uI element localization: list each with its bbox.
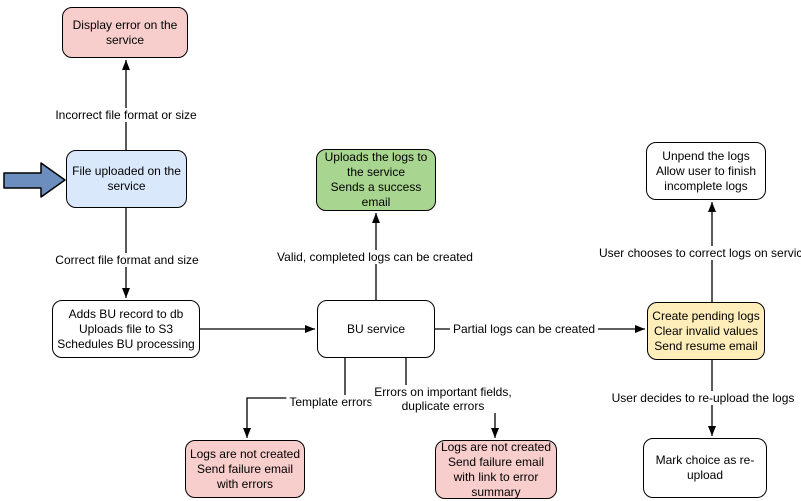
edge-label-incorrect-format: Incorrect file format or size xyxy=(52,108,200,122)
node-line: Sends a success xyxy=(330,180,422,194)
node-line: Mark choice as re- xyxy=(655,453,755,467)
node-line: File uploaded on the xyxy=(72,164,181,178)
input-arrow-icon xyxy=(3,162,66,198)
node-create-pending: Create pending logs Clear invalid values… xyxy=(647,302,765,360)
node-line: Send failure email xyxy=(196,461,294,476)
node-line: upload xyxy=(686,468,724,482)
node-line: Logs are not created xyxy=(440,439,552,454)
node-file-uploaded: File uploaded on the service xyxy=(66,150,187,208)
node-line: Allow user to finish xyxy=(655,163,757,178)
node-line: Create pending logs xyxy=(652,308,760,323)
edge-label-user-reuploads: User decides to re-upload the logs xyxy=(608,391,798,405)
node-line: Uploads file to S3 xyxy=(78,321,174,336)
node-logs-not-created-errors: Logs are not created Send failure email … xyxy=(185,440,305,498)
edge-label-correct-format: Correct file format and size xyxy=(52,253,202,267)
node-line: BU service xyxy=(346,321,405,336)
node-line: incomplete logs xyxy=(664,178,748,193)
edge-label-errors-important: Errors on important fields, duplicate er… xyxy=(371,385,515,413)
node-adds-bu-record: Adds BU record to db Uploads file to S3 … xyxy=(52,300,200,358)
node-line: service xyxy=(105,32,144,47)
node-bu-service: BU service xyxy=(317,300,435,358)
edge-label-line: duplicate errors xyxy=(401,399,485,413)
node-line: Clear invalid values xyxy=(653,323,759,338)
node-line: service xyxy=(107,179,146,193)
node-uploads-logs: Uploads the logs to the service Sends a … xyxy=(316,149,436,211)
edge-label-template-errors: Template errors xyxy=(286,395,376,409)
node-line: with errors xyxy=(216,476,273,491)
node-line: Adds BU record to db xyxy=(68,306,184,321)
node-line: summary xyxy=(471,484,521,499)
node-unpend-logs: Unpend the logs Allow user to finish inc… xyxy=(646,142,766,200)
node-line: Uploads the logs to xyxy=(324,150,428,164)
node-line: Send resume email xyxy=(654,338,758,353)
edge-label-user-corrects: User chooses to correct logs on service xyxy=(595,246,801,260)
node-line: the service xyxy=(346,165,406,179)
edge-label-valid-completed: Valid, completed logs can be created xyxy=(274,250,476,264)
node-line: Logs are not created xyxy=(189,446,301,461)
node-line: Send failure email xyxy=(447,454,545,469)
node-line: Display error on the xyxy=(72,17,178,32)
node-display-error: Display error on the service xyxy=(62,7,188,58)
node-logs-not-created-summary: Logs are not created Send failure email … xyxy=(435,440,557,499)
node-line: Schedules BU processing xyxy=(57,336,195,351)
edge-label-partial-logs: Partial logs can be created xyxy=(449,322,599,336)
edge-label-line: Errors on important fields, xyxy=(374,385,512,399)
node-line: email xyxy=(361,195,391,209)
node-line: Unpend the logs xyxy=(662,148,750,163)
node-line: with link to error xyxy=(453,469,539,484)
node-mark-choice: Mark choice as re- upload xyxy=(643,438,767,498)
